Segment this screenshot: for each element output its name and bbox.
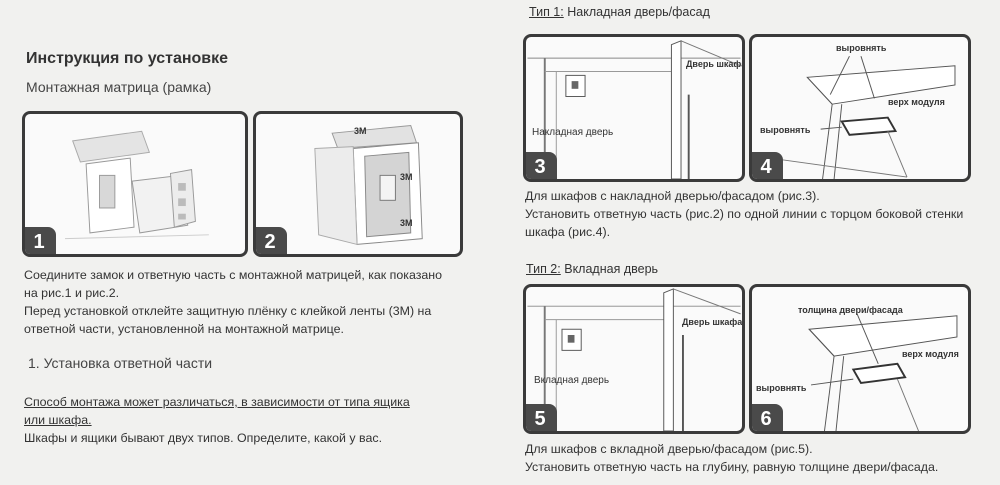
- figure-3: Накладная дверь Дверь шкафа 3: [523, 34, 745, 182]
- note-line: Способ монтажа может различаться, в зави…: [24, 395, 410, 409]
- module-top-label: верх модуля: [888, 97, 945, 107]
- figure-number-3: 3: [526, 152, 557, 179]
- tape-label: 3M: [354, 126, 367, 136]
- type2-heading: Тип 2: Вкладная дверь: [526, 262, 658, 276]
- inset-door-illustration: [527, 288, 741, 431]
- figure-number-1: 1: [25, 227, 56, 254]
- description-line: Для шкафов с накладной дверью/фасадом (р…: [525, 189, 820, 203]
- door-thickness-label: толщина двери/фасада: [798, 305, 903, 315]
- figure-number-4: 4: [752, 152, 783, 179]
- figure-number-6: 6: [752, 404, 783, 431]
- figure-6: толщина двери/фасада верх модуля выровня…: [749, 284, 971, 434]
- paragraph-line: ответной части, установленной на монтажн…: [24, 322, 344, 336]
- page-title: Инструкция по установке: [26, 50, 229, 67]
- strike-plate-illustration: [314, 124, 423, 246]
- description-line: Для шкафов с вкладной дверью/фасадом (ри…: [525, 442, 813, 456]
- instructions-paragraph: Соедините замок и ответную часть с монта…: [24, 266, 494, 338]
- figure-number-2: 2: [256, 227, 287, 254]
- note-block: Способ монтажа может различаться, в зави…: [24, 393, 494, 447]
- figure-4: выровнять верх модуля выровнять 4: [749, 34, 971, 182]
- section-heading: 1. Установка ответной части: [28, 355, 213, 371]
- type1-prefix: Тип 1:: [529, 5, 564, 19]
- figure-number-5: 5: [526, 404, 557, 431]
- type1-heading: Тип 1: Накладная дверь/фасад: [529, 5, 710, 19]
- tape-label: 3M: [400, 172, 413, 182]
- cabinet-door-label: Дверь шкафа: [682, 317, 743, 327]
- paragraph-line: Перед установкой отклейте защитную плёнк…: [24, 304, 432, 318]
- tape-label: 3M: [400, 218, 413, 228]
- figure-1: 1: [22, 111, 248, 257]
- paragraph-line: на рис.1 и рис.2.: [24, 286, 120, 300]
- type2-description: Для шкафов с вкладной дверью/фасадом (ри…: [525, 440, 995, 476]
- align-side-label: выровнять: [760, 125, 811, 135]
- align-label: выровнять: [756, 383, 807, 393]
- lock-frame-illustration: [64, 130, 209, 240]
- note-line: или шкафа.: [24, 413, 92, 427]
- description-line: Установить ответную часть на глубину, ра…: [525, 460, 939, 474]
- type2-name: Вкладная дверь: [564, 262, 659, 276]
- cabinet-door-label: Дверь шкафа: [686, 59, 745, 69]
- inset-door-label: Вкладная дверь: [534, 375, 610, 386]
- align-top-label: выровнять: [836, 43, 887, 53]
- overlay-align-illustration: [782, 55, 956, 179]
- inset-align-illustration: [808, 313, 958, 431]
- figure-2: 3M 3M 3M 2: [253, 111, 463, 257]
- figure-5: Вкладная дверь Дверь шкафа 5: [523, 284, 745, 434]
- subtitle: Монтажная матрица (рамка): [26, 79, 212, 95]
- type1-description: Для шкафов с накладной дверью/фасадом (р…: [525, 187, 995, 241]
- description-line: шкафа (рис.4).: [525, 225, 611, 239]
- overlay-door-label: Накладная дверь: [532, 127, 614, 138]
- type2-prefix: Тип 2:: [526, 262, 561, 276]
- type1-name: Накладная дверь/фасад: [567, 5, 710, 19]
- description-line: Установить ответную часть (рис.2) по одн…: [525, 207, 964, 221]
- module-top-label: верх модуля: [902, 349, 959, 359]
- note-text: Шкафы и ящики бывают двух типов. Определ…: [24, 431, 383, 445]
- paragraph-line: Соедините замок и ответную часть с монта…: [24, 268, 443, 282]
